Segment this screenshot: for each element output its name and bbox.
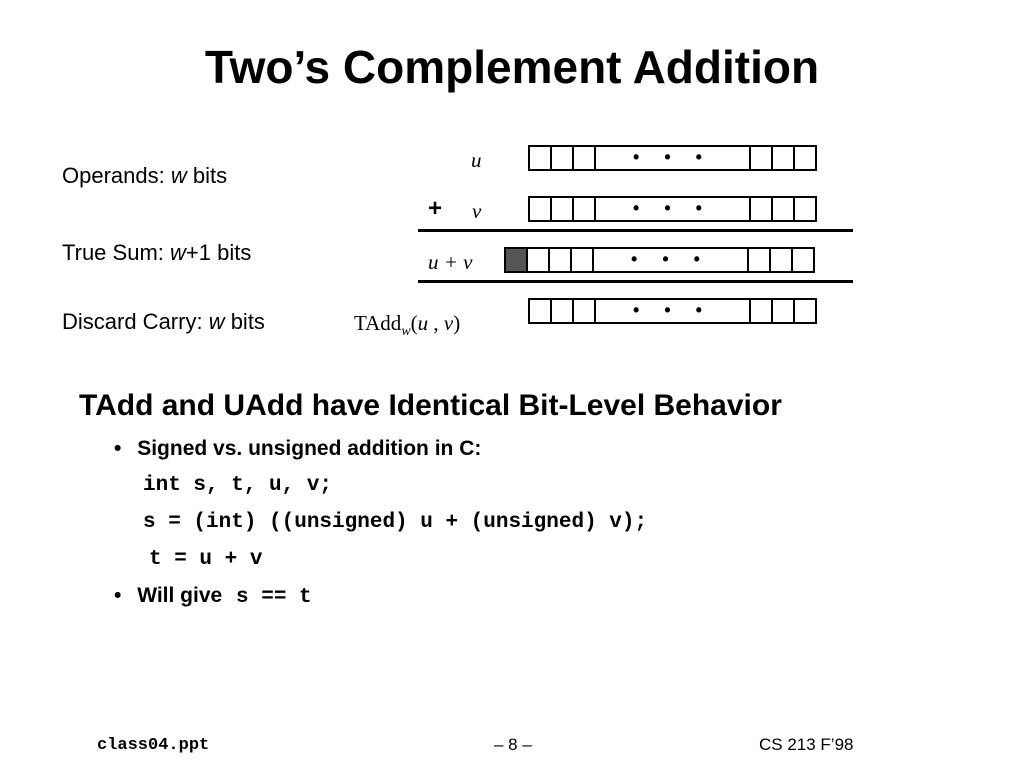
bit-cell (528, 145, 552, 171)
sum-bit-vector: • • • (504, 247, 815, 273)
bit-cell (793, 196, 817, 222)
bit-cell (791, 247, 815, 273)
bit-gap: • • • (594, 196, 751, 222)
bit-cell (771, 196, 795, 222)
bit-cell (749, 298, 773, 324)
tadd-arg-u: u (417, 311, 429, 335)
tadd-open: ( (410, 311, 418, 335)
bit-cell (550, 298, 574, 324)
bullet-2-text: Will give (137, 584, 229, 607)
v-label: v (472, 199, 482, 223)
slide-title: Two’s Complement Addition (204, 41, 820, 93)
section-heading: TAdd and UAdd have Identical Bit-Level B… (79, 389, 782, 422)
tadd-close: ) (453, 311, 461, 335)
bit-cell (572, 196, 596, 222)
bit-cell (550, 196, 574, 222)
bit-cell (747, 247, 771, 273)
u-bit-vector: • • • (528, 145, 817, 171)
tadd-arg-v: v (443, 311, 454, 335)
tadd-name: TAdd (354, 311, 402, 335)
bullet-2-code: s == t (236, 586, 312, 609)
v-bit-vector: • • • (528, 196, 817, 222)
operands-label: Operands: w bits (62, 163, 227, 189)
footer-course: CS 213 F’98 (759, 735, 854, 754)
tadd-subscript: w (401, 324, 411, 340)
bit-cell (528, 298, 552, 324)
operands-suffix: bits (186, 163, 228, 188)
bit-cell (570, 247, 594, 273)
operands-var: w (170, 163, 187, 188)
truesum-prefix: True Sum: (62, 240, 170, 265)
discard-var: w (208, 309, 225, 334)
carry-bit-cell (504, 247, 528, 273)
bullet-marker: • (114, 437, 122, 460)
code-line-3: t = u + v (149, 548, 263, 571)
code-line-2: s = (int) ((unsigned) u + (unsigned) v); (143, 511, 648, 534)
bit-gap: • • • (592, 247, 749, 273)
ellipsis: • • • (633, 198, 712, 218)
sum-rule-bottom (418, 280, 853, 283)
discard-carry-label: Discard Carry: w bits (62, 309, 265, 335)
bit-cell (771, 145, 795, 171)
plus-sign: + (428, 195, 443, 222)
true-sum-label: True Sum: w+1 bits (62, 240, 251, 266)
sum-label: u + v (428, 250, 473, 274)
bit-cell (550, 145, 574, 171)
bullet-2: • Will give s == t (114, 584, 312, 609)
code-line-1: int s, t, u, v; (143, 474, 333, 497)
bullet-marker: • (114, 584, 122, 607)
operands-prefix: Operands: (62, 163, 171, 188)
bit-cell (528, 196, 552, 222)
discard-suffix: bits (224, 309, 265, 334)
tadd-bit-vector: • • • (528, 298, 817, 324)
bit-cell (749, 196, 773, 222)
bit-cell (771, 298, 795, 324)
bit-gap: • • • (594, 298, 751, 324)
sum-rule-top (418, 229, 853, 232)
discard-prefix: Discard Carry: (62, 309, 209, 334)
bit-cell (769, 247, 793, 273)
ellipsis: • • • (633, 300, 712, 320)
bit-cell (793, 145, 817, 171)
truesum-var: w (170, 240, 186, 265)
tadd-label: TAddw(u , v) (354, 311, 460, 340)
tadd-comma: , (428, 311, 444, 335)
bit-cell (548, 247, 572, 273)
footer-page-number: – 8 – (494, 735, 532, 754)
u-label: u (471, 148, 482, 172)
bit-cell (749, 145, 773, 171)
bullet-1-text: Signed vs. unsigned addition in C: (137, 437, 482, 460)
bit-cell (572, 145, 596, 171)
bit-cell (572, 298, 596, 324)
ellipsis: • • • (631, 249, 710, 269)
footer-filename: class04.ppt (97, 736, 210, 755)
ellipsis: • • • (633, 147, 712, 167)
bit-cell (793, 298, 817, 324)
bit-gap: • • • (594, 145, 751, 171)
bit-cell (526, 247, 550, 273)
bullet-1: • Signed vs. unsigned addition in C: (114, 437, 481, 461)
truesum-suffix: +1 bits (185, 240, 252, 265)
